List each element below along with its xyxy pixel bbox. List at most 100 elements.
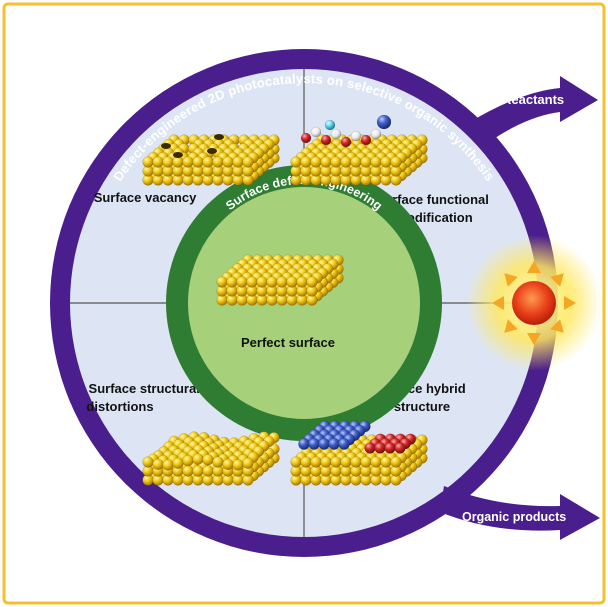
atom	[276, 276, 288, 288]
sun-icon	[466, 235, 602, 371]
atom	[242, 156, 254, 168]
atom	[182, 156, 194, 168]
atom	[306, 276, 318, 288]
atom	[350, 156, 362, 168]
hybrid-atom	[364, 442, 376, 454]
atom	[162, 156, 174, 168]
sun-ray	[550, 319, 564, 333]
hybrid-atom	[298, 438, 310, 450]
slab-functional-modification	[290, 114, 428, 186]
hybrid-atom	[308, 438, 320, 450]
atom	[222, 156, 234, 168]
sun-ray	[527, 261, 541, 273]
atom	[320, 156, 332, 168]
atom	[192, 156, 204, 168]
atom	[350, 456, 362, 468]
hybrid-atom	[338, 438, 350, 450]
vacancy-site	[214, 134, 224, 140]
atom	[192, 465, 204, 477]
atom	[370, 456, 382, 468]
atom	[246, 276, 258, 288]
atom	[202, 454, 214, 466]
functional-group-atom	[360, 134, 372, 146]
atom	[172, 457, 184, 469]
vacancy-site	[173, 152, 183, 158]
atom	[216, 276, 228, 288]
atom	[236, 276, 248, 288]
atom	[226, 276, 238, 288]
atom	[330, 456, 342, 468]
atom	[300, 456, 312, 468]
atom	[310, 156, 322, 168]
atom	[182, 455, 194, 467]
hybrid-atom	[394, 442, 406, 454]
sun-ray	[504, 319, 518, 333]
slab-hybrid-structure	[290, 420, 428, 486]
atom	[162, 459, 174, 471]
label-surface-structural-distortions: Surface structural distortions	[86, 381, 203, 414]
slab-perfect-surface	[216, 254, 344, 306]
hybrid-atom	[374, 442, 386, 454]
slab-structural-distortions	[142, 431, 280, 486]
sun-ray	[527, 333, 541, 345]
atom	[232, 459, 244, 471]
functional-group-atom	[340, 136, 352, 148]
atom	[182, 465, 194, 477]
functional-group-atom	[324, 119, 336, 131]
functional-group-atom	[350, 130, 362, 142]
functional-group-atom	[320, 134, 332, 146]
organic-products-label: Organic products	[462, 510, 566, 524]
functional-group-atom	[310, 126, 322, 138]
reactants-arrow: Reactants	[470, 76, 598, 140]
sun-rays	[492, 261, 576, 345]
hybrid-atom	[318, 438, 330, 450]
sun-ray	[564, 296, 576, 310]
atom	[266, 276, 278, 288]
atom	[212, 456, 224, 468]
sun-ray	[504, 273, 518, 287]
atom	[222, 458, 234, 470]
atom	[290, 456, 302, 468]
sun-ray	[492, 296, 504, 310]
atom	[172, 156, 184, 168]
sun-ray	[550, 273, 564, 287]
atom	[340, 156, 352, 168]
atom	[370, 156, 382, 168]
functional-group-atom	[370, 128, 382, 140]
atom	[380, 456, 392, 468]
functional-group-atom	[330, 128, 342, 140]
functional-group-atom	[376, 114, 392, 130]
atom	[360, 456, 372, 468]
slab-surface-vacancy	[142, 134, 280, 186]
atom	[232, 156, 244, 168]
label-perfect-surface: Perfect surface	[241, 335, 335, 350]
vacancy-site	[207, 148, 217, 154]
atom	[330, 156, 342, 168]
reactants-label: Reactants	[502, 92, 564, 107]
vacancy-site	[161, 143, 171, 149]
atom	[142, 456, 154, 468]
atom	[242, 457, 254, 469]
atom	[390, 456, 402, 468]
atom	[142, 156, 154, 168]
atom	[360, 156, 372, 168]
organic-products-arrow: Organic products	[440, 486, 600, 540]
atom	[192, 453, 204, 465]
atom	[340, 456, 352, 468]
atom-slabs	[142, 114, 428, 486]
atom	[296, 276, 308, 288]
atom	[212, 156, 224, 168]
atom	[290, 156, 302, 168]
atom	[202, 465, 214, 477]
atom	[390, 156, 402, 168]
atom	[152, 156, 164, 168]
atom	[380, 156, 392, 168]
atom	[300, 156, 312, 168]
atom	[310, 456, 322, 468]
hybrid-overlay	[298, 420, 417, 454]
atom	[202, 156, 214, 168]
atom	[152, 458, 164, 470]
atom	[256, 276, 268, 288]
hybrid-atom	[384, 442, 396, 454]
